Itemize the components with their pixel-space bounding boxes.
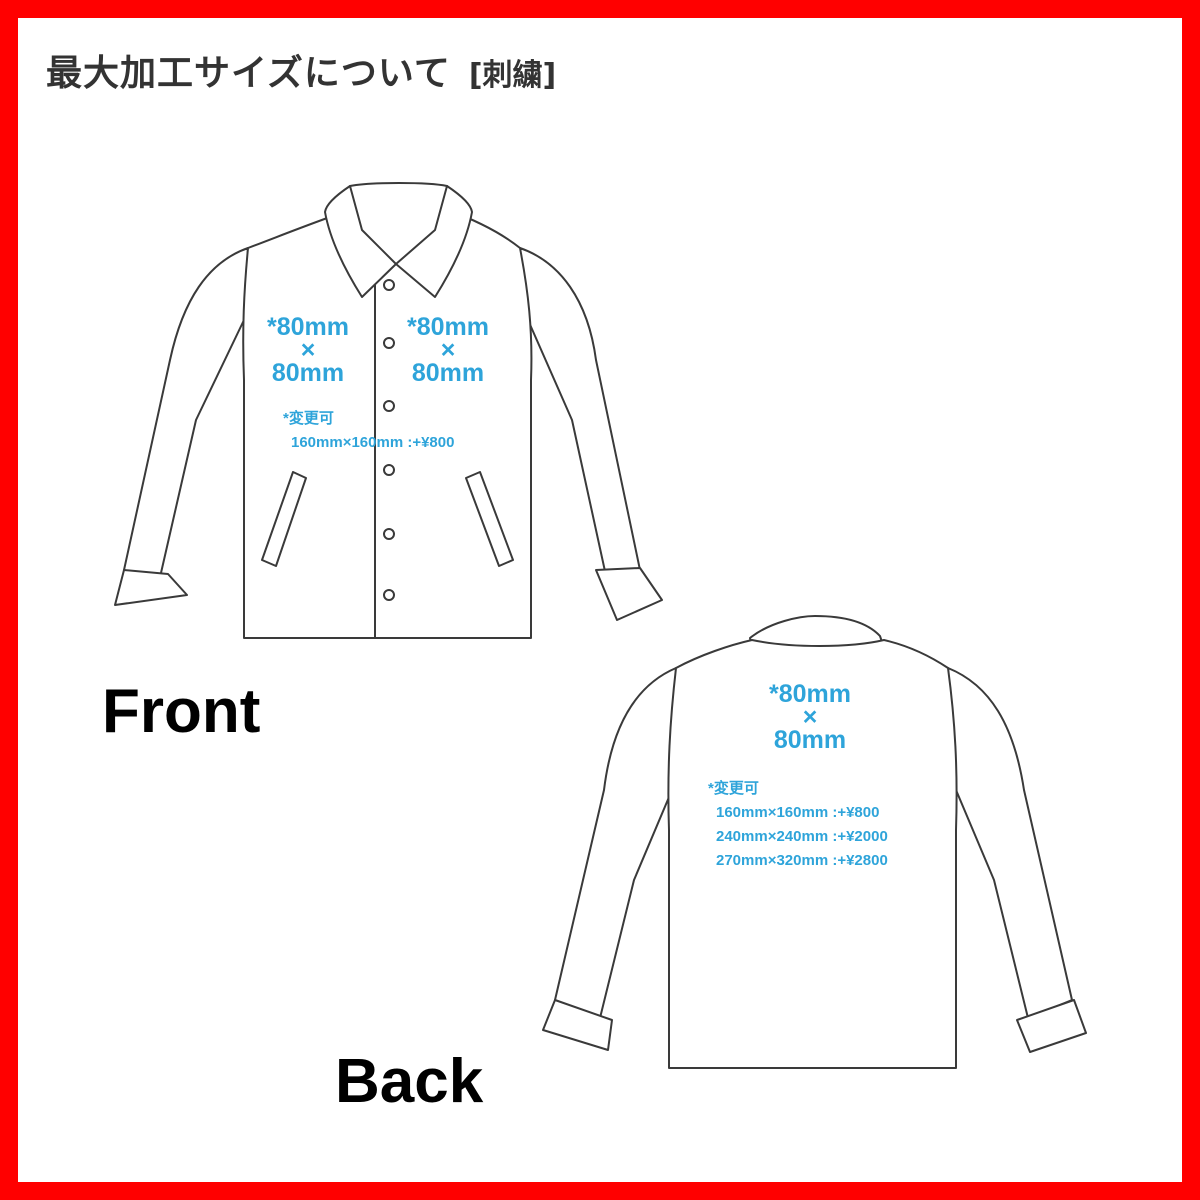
front-button-6 (383, 589, 395, 601)
back-center-line2: × (802, 703, 818, 731)
back-right-sleeve (947, 667, 1073, 1019)
front-button-3 (383, 400, 395, 412)
page-title: 最大加工サイズについて [刺繍] (46, 44, 556, 96)
back-right-cuff (1016, 999, 1087, 1053)
back-note-option-3: 270mm×320mm :+¥2800 (716, 852, 888, 869)
front-size-note: *変更可 160mm×160mm :+¥800 (283, 407, 454, 455)
front-button-1 (383, 279, 395, 291)
front-collar-right (395, 185, 473, 298)
back-note-option-2: 240mm×240mm :+¥2000 (716, 828, 888, 845)
title-main: 最大加工サイズについて (46, 53, 451, 94)
back-label: Back (335, 1047, 484, 1116)
title-tag: [刺繍] (468, 58, 557, 93)
front-left-chest-line3: 80mm (271, 359, 345, 387)
back-center-line3: 80mm (773, 726, 847, 754)
front-left-sleeve (123, 247, 249, 587)
front-left-chest-size: *80mm × 80mm (258, 313, 364, 389)
front-button-2 (383, 337, 395, 349)
front-label: Front (102, 677, 261, 746)
back-left-cuff (542, 999, 613, 1051)
front-left-chest-line1: *80mm (267, 313, 349, 341)
front-button-4 (383, 464, 395, 476)
front-left-pocket (261, 471, 307, 567)
back-center-line1: *80mm (769, 680, 851, 708)
front-note-heading: *変更可 (283, 410, 334, 427)
back-size-note: *変更可 160mm×160mm :+¥800 240mm×240mm :+¥2… (708, 777, 888, 873)
front-right-chest-line3: 80mm (411, 359, 485, 387)
front-left-cuff (114, 569, 188, 606)
front-collar-back (349, 182, 448, 265)
front-right-chest-line2: × (440, 336, 456, 364)
back-note-heading: *変更可 (708, 780, 759, 797)
front-button-5 (383, 528, 395, 540)
front-right-cuff (595, 567, 663, 621)
front-right-pocket (465, 471, 514, 567)
back-note-option-1: 160mm×160mm :+¥800 (716, 804, 880, 821)
front-right-chest-size: *80mm × 80mm (398, 313, 504, 389)
front-left-chest-line2: × (300, 336, 316, 364)
back-left-sleeve (554, 667, 677, 1019)
back-jacket (542, 615, 1087, 1069)
back-body (667, 639, 958, 1069)
front-right-sleeve (519, 247, 641, 586)
front-right-chest-line1: *80mm (407, 313, 489, 341)
front-note-option: 160mm×160mm :+¥800 (291, 434, 455, 451)
front-collar-left (324, 185, 397, 298)
back-center-size: *80mm × 80mm (760, 680, 866, 756)
front-jacket (114, 182, 663, 639)
